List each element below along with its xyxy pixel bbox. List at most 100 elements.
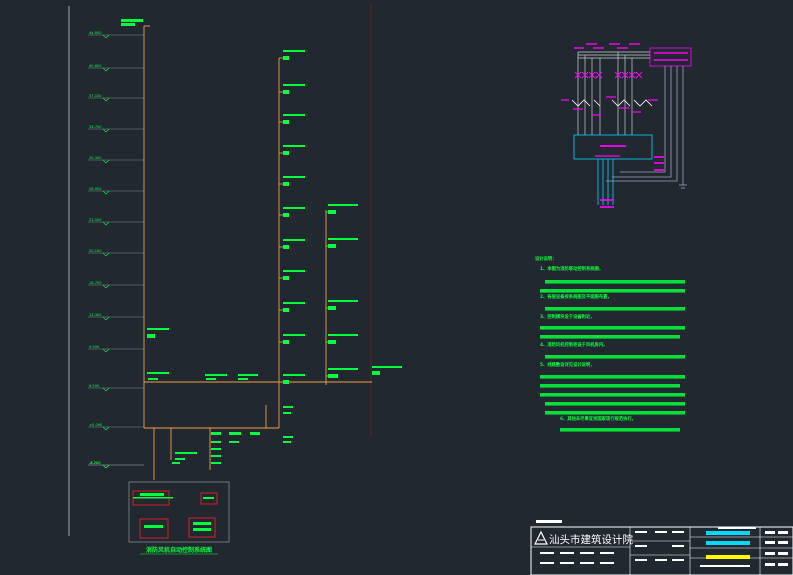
device-symbol: [175, 452, 197, 454]
device-symbol: [283, 120, 289, 124]
note-body-line: [545, 402, 685, 406]
device-symbol: [283, 340, 289, 344]
device-symbol: [211, 455, 221, 457]
system-title: 消防风机自动控制系统图: [146, 546, 212, 554]
riser-devices: [121, 19, 402, 464]
company-logo: [534, 530, 548, 545]
level-label: 6.500: [89, 384, 100, 388]
note-body-line: [540, 384, 680, 388]
floor-level-labels: 44.80040.60037.10033.70030.30026.90023.5…: [88, 31, 144, 469]
device-symbol: [328, 340, 336, 344]
design-notes: 设计说明： 1、本图为消防联动控制系统图， 2、各层设备按系统图及平面图布置， …: [535, 255, 685, 432]
device-symbol: [283, 302, 305, 304]
note-body-line: [545, 411, 685, 415]
device-symbol: [283, 436, 293, 438]
device-symbol: [283, 145, 305, 147]
note-body-line: [540, 289, 685, 293]
device-symbol: [211, 448, 221, 450]
device-symbol: [328, 300, 358, 302]
note-body-line: [540, 326, 685, 330]
device-symbol: [283, 56, 289, 60]
device-symbol: [238, 378, 248, 380]
device-symbol: [283, 276, 289, 280]
note-body-line: [540, 375, 685, 379]
note-line-0: 设计说明：: [535, 255, 556, 262]
title-block: 汕头市建筑设计院: [530, 520, 793, 575]
device-symbol: [229, 432, 241, 435]
level-marker-icon: [102, 426, 110, 431]
level-marker-icon: [102, 284, 110, 289]
level-marker-icon: [102, 67, 110, 72]
device-symbol: [328, 204, 358, 206]
note-body-line: [540, 393, 685, 397]
device-symbol: [283, 50, 305, 52]
level-label: 23.500: [89, 218, 102, 222]
device-symbol: [283, 374, 305, 376]
level-label: -4.200: [89, 461, 101, 465]
device-symbol: [211, 462, 221, 464]
device-symbol: [147, 334, 155, 338]
notes-body-text: [540, 280, 685, 432]
device-symbol: [229, 441, 239, 443]
note-line-3: 3、控制模块设于设备附近，: [540, 313, 595, 320]
note-line-5: 5、线路敷设详见设计说明，: [540, 361, 595, 368]
level-marker-icon: [102, 34, 110, 39]
device-symbol: [148, 378, 158, 380]
device-symbol: [283, 151, 289, 155]
level-label: -8.700: [89, 461, 101, 465]
device-symbol: [283, 245, 289, 249]
device-symbol: [328, 368, 358, 370]
level-marker-icon: [102, 97, 110, 102]
device-symbol: [372, 366, 402, 368]
note-body-line: [545, 355, 685, 359]
level-label: 44.800: [89, 31, 102, 35]
device-symbol: [147, 328, 169, 330]
device-symbol: [121, 19, 143, 22]
control-schematic: [561, 43, 692, 208]
device-symbol: [175, 458, 185, 460]
device-symbol: [328, 210, 336, 214]
device-symbol: [205, 374, 227, 376]
device-symbol: [238, 374, 258, 376]
device-symbol: [372, 371, 380, 375]
level-marker-icon: [102, 348, 110, 353]
level-label: 40.600: [89, 64, 102, 68]
level-marker-icon: [102, 190, 110, 195]
device-symbol: [206, 378, 216, 380]
device-symbol: [328, 244, 336, 248]
level-marker-icon: [102, 252, 110, 257]
level-label: 13.300: [89, 313, 102, 317]
device-symbol: [121, 23, 135, 26]
level-marker-icon: [102, 464, 110, 469]
device-symbol: [283, 441, 291, 443]
level-label: 37.100: [89, 94, 102, 98]
note-line-1: 1、本图为消防联动控制系统图，: [540, 265, 603, 272]
level-marker-icon: [102, 464, 110, 469]
level-marker-icon: [102, 221, 110, 226]
device-symbol: [328, 238, 358, 240]
company-name: 汕头市建筑设计院: [549, 533, 633, 546]
device-symbol: [283, 270, 305, 272]
device-symbol: [283, 90, 289, 94]
device-symbol: [283, 176, 305, 178]
device-symbol: [283, 114, 305, 116]
device-symbol: [283, 239, 305, 241]
level-marker-icon: [102, 128, 110, 133]
device-symbol: [328, 306, 336, 310]
note-line-4: 4、消防风机控制柜设于风机房内，: [540, 341, 607, 348]
device-symbol: [283, 207, 305, 209]
level-label: 26.900: [89, 187, 102, 191]
level-label: ±0.000: [89, 423, 103, 427]
device-symbol: [283, 412, 291, 414]
device-symbol: [211, 441, 221, 443]
riser-wiring: [143, 25, 372, 480]
device-symbol: [328, 374, 338, 378]
device-symbol: [283, 213, 289, 217]
level-marker-icon: [102, 316, 110, 321]
device-symbol: [147, 372, 169, 374]
device-symbol: [283, 308, 289, 312]
device-symbol: [283, 380, 289, 384]
fan-control-cabinet: 消防风机自动控制系统图: [128, 481, 230, 555]
note-body-line: [545, 280, 685, 284]
device-symbol: [328, 334, 358, 336]
